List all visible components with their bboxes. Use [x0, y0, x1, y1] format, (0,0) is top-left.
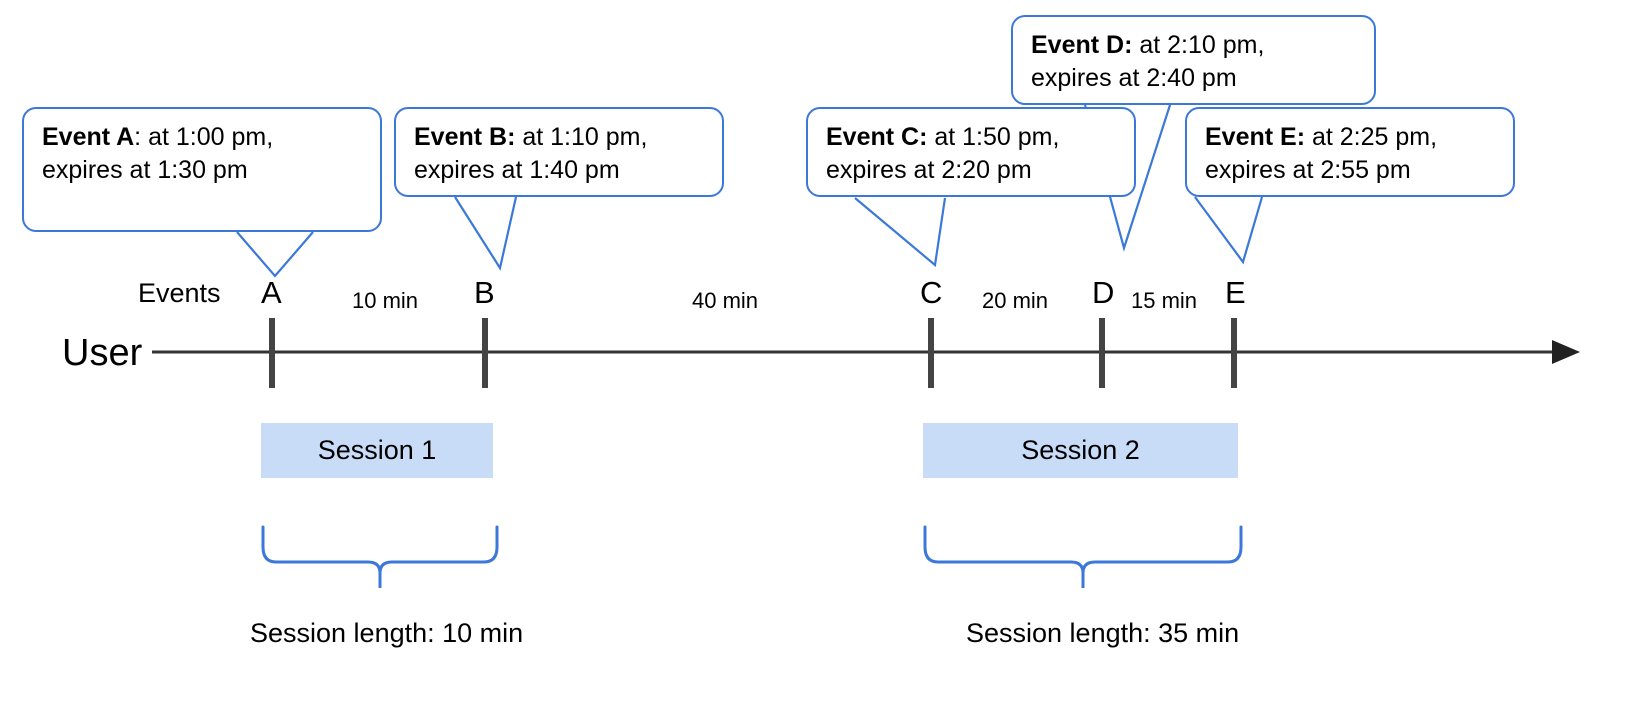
tick-label-c: C — [920, 275, 943, 310]
callout-line-2: expires at 1:40 pm — [414, 156, 620, 184]
axis-ticks — [269, 318, 1237, 388]
callout-time-text: at 1:10 pm, — [522, 123, 648, 151]
user-row-label: User — [62, 332, 143, 374]
tick-label-b: B — [474, 275, 495, 310]
callout-event-name: Event B: — [414, 123, 516, 151]
callout-event-name: Event E: — [1205, 123, 1306, 151]
session-brace-1 — [261, 525, 499, 588]
session-length-2: Session length: 35 min — [966, 618, 1240, 648]
callout-line-1: Event A: at 1:00 pm, — [42, 121, 364, 154]
callout-time-text: at 1:00 pm, — [148, 123, 274, 151]
tick-label-a: A — [261, 275, 282, 310]
tick-label-e: E — [1225, 275, 1246, 310]
interval-label-de: 15 min — [1131, 288, 1198, 313]
callout-line-1: Event C: at 1:50 pm, — [826, 121, 1118, 154]
session-length-1: Session length: 10 min — [250, 618, 524, 648]
callout-line-2: expires at 2:40 pm — [1031, 64, 1237, 92]
callout-event-e[interactable]: Event E: at 2:25 pm, expires at 2:55 pm — [1185, 107, 1515, 197]
callout-separator: : — [134, 123, 149, 151]
callout-event-d[interactable]: Event D: at 2:10 pm, expires at 2:40 pm — [1011, 15, 1376, 105]
callout-event-b[interactable]: Event B: at 1:10 pm, expires at 1:40 pm — [394, 107, 724, 197]
session-bar-1[interactable]: Session 1 — [261, 423, 493, 478]
axis-arrowhead — [1552, 340, 1580, 364]
callout-line-1: Event D: at 2:10 pm, — [1031, 29, 1358, 62]
callout-line-1: Event B: at 1:10 pm, — [414, 121, 706, 154]
callout-line-2: expires at 2:55 pm — [1205, 156, 1411, 184]
callout-tail-a — [236, 231, 314, 278]
interval-label-bc: 40 min — [692, 288, 759, 313]
callout-time-text: at 2:25 pm, — [1311, 123, 1438, 151]
callout-time-text: at 2:10 pm, — [1139, 31, 1265, 59]
interval-label-cd: 20 min — [982, 288, 1049, 313]
callout-line-2: expires at 2:20 pm — [826, 156, 1032, 184]
events-row-label: Events — [138, 278, 221, 308]
callout-event-name: Event D: — [1031, 31, 1133, 59]
tick-label-d: D — [1092, 275, 1115, 310]
callout-time-text: at 1:50 pm, — [934, 123, 1060, 151]
callout-event-name: Event C: — [826, 123, 928, 151]
session-bar-2[interactable]: Session 2 — [923, 423, 1238, 478]
callout-event-a[interactable]: Event A: at 1:00 pm, expires at 1:30 pm — [22, 107, 382, 232]
callout-line-2: expires at 1:30 pm — [42, 156, 248, 184]
callout-separator — [1305, 123, 1312, 151]
session-brace-2 — [923, 525, 1243, 588]
interval-label-ab: 10 min — [352, 288, 419, 313]
callout-event-name: Event A — [42, 123, 135, 151]
callout-tail-c — [854, 197, 947, 268]
callout-tail-e — [1194, 196, 1264, 265]
callout-event-c[interactable]: Event C: at 1:50 pm, expires at 2:20 pm — [806, 107, 1136, 197]
callout-tail-b — [454, 196, 518, 271]
callout-line-1: Event E: at 2:25 pm, — [1205, 121, 1497, 154]
